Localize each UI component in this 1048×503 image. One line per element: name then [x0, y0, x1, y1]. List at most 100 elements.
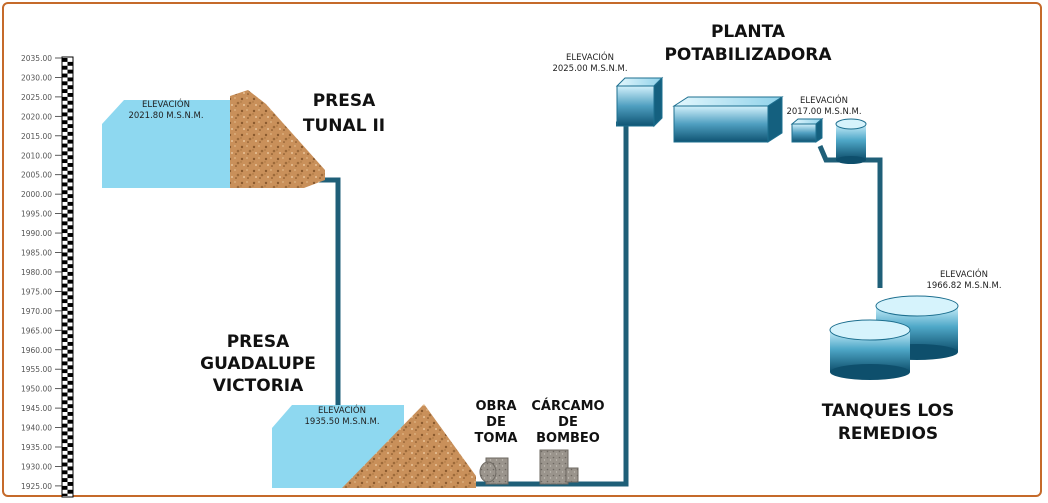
scale-check-cell — [67, 373, 73, 377]
scale-check-cell — [67, 334, 73, 339]
scale-tick-label: 1980.00 — [21, 268, 52, 277]
scale-check-cell — [67, 295, 73, 300]
scale-check-cell — [67, 69, 73, 74]
scale-check-cell — [67, 482, 73, 486]
guadalupe-title-line2: GUADALUPE — [200, 354, 316, 374]
scale-check-cell — [62, 462, 68, 467]
scale-check-cell — [62, 314, 68, 319]
dam-guadalupe-embankment — [342, 404, 476, 488]
scale-check-cell — [67, 155, 73, 160]
scale-check-cell — [67, 201, 73, 206]
tunal-elev-value: 2021.80 M.S.N.M. — [128, 111, 203, 121]
scale-check-cell — [62, 431, 68, 436]
guadalupe-elev-value: 1935.50 M.S.N.M. — [304, 417, 379, 427]
scale-check-cell — [62, 376, 68, 381]
scale-tick-label: 1925.00 — [21, 482, 52, 491]
scale-tick-label: 1985.00 — [21, 249, 52, 258]
scale-tick-label: 1975.00 — [21, 287, 52, 296]
tanque-front — [829, 319, 911, 380]
planta-tower — [615, 76, 664, 128]
scale-check-cell — [62, 384, 68, 389]
scale-check-cell — [67, 489, 73, 494]
scale-check-cell — [67, 178, 73, 183]
carcamo-line2: DE — [558, 415, 578, 430]
scale-check-cell — [67, 264, 73, 269]
scale-check-cell — [67, 240, 73, 245]
scale-check-cell — [62, 299, 68, 304]
obra-toma-line3: TOMA — [475, 431, 518, 446]
scale-check-cell — [67, 404, 73, 409]
scale-check-cell — [67, 271, 73, 276]
scale-check-cell — [67, 194, 73, 199]
scale-tick-label: 2005.00 — [21, 171, 52, 180]
dam-tunal-embankment — [230, 90, 325, 188]
scale-check-cell — [67, 209, 73, 214]
scale-check-cell — [62, 415, 68, 420]
scale-check-cell — [62, 392, 68, 397]
scale-check-cell — [67, 450, 73, 455]
scale-check-cell — [67, 77, 73, 82]
tanques-elev-value: 1966.82 M.S.N.M. — [926, 281, 1001, 291]
scale-check-cell — [67, 85, 73, 90]
scale-check-cell — [62, 306, 68, 311]
tanques-title-line1: TANQUES LOS — [822, 401, 955, 421]
scale-check-cell — [62, 174, 68, 179]
scale-check-cell — [67, 466, 73, 471]
scale-check-cell — [67, 147, 73, 152]
scale-check-cell — [62, 244, 68, 249]
scale-check-cell — [67, 248, 73, 253]
scale-check-cell — [62, 252, 68, 257]
scale-tick-label: 1950.00 — [21, 385, 52, 394]
scale-tick-label: 2015.00 — [21, 132, 52, 141]
scale-tick-label: 2035.00 — [21, 54, 52, 63]
scale-check-cell — [62, 96, 68, 101]
tanques-elev-label: ELEVACIÓN — [940, 268, 988, 280]
scale-check-cell — [62, 221, 68, 226]
pipe-tunal-to-guadalupe — [312, 177, 341, 416]
scale-check-cell — [67, 443, 73, 447]
scale-check-cell — [67, 357, 73, 362]
scale-check-cell — [62, 58, 68, 62]
obra-toma-intake — [479, 461, 497, 483]
planta-round-tank — [835, 118, 867, 164]
scale-check-cell — [67, 217, 73, 222]
scale-check-cell — [62, 128, 68, 132]
scale-check-cell — [62, 120, 68, 125]
reservoir-tunal-water — [102, 100, 242, 188]
scale-check-cell — [67, 349, 73, 354]
scale-check-cell — [62, 275, 68, 280]
scale-check-cell — [62, 361, 68, 366]
planta-small-box — [790, 117, 824, 143]
scale-check-cell — [62, 65, 68, 70]
elevation-scale: 2035.002030.002025.002020.002015.002010.… — [21, 54, 74, 498]
scale-check-cell — [67, 341, 73, 346]
scale-check-cell — [62, 112, 68, 117]
scale-check-cell — [62, 268, 68, 272]
scale-check-cell — [67, 303, 73, 307]
scale-check-cell — [67, 93, 73, 97]
scale-check-cell — [67, 474, 73, 479]
scale-check-cell — [62, 493, 68, 496]
scale-check-cell — [62, 478, 68, 483]
scale-check-cell — [62, 423, 68, 428]
scale-check-cell — [62, 205, 68, 210]
planta-main-basin — [672, 96, 784, 143]
scale-check-cell — [67, 139, 73, 144]
tanques-los-remedios: ELEVACIÓN 1966.82 M.S.N.M. TANQUES LOS R… — [822, 268, 1002, 444]
tunal-title-line1: PRESA — [313, 91, 376, 111]
scale-check-cell — [62, 454, 68, 459]
planta-elev1-label: ELEVACIÓN — [566, 51, 614, 63]
scale-check-cell — [62, 151, 68, 156]
scale-check-cell — [67, 287, 73, 292]
planta-elev2-label: ELEVACIÓN — [800, 94, 848, 106]
scale-check-cell — [62, 447, 68, 451]
scale-check-cell — [62, 166, 68, 171]
scale-check-cell — [62, 236, 68, 241]
scale-check-cell — [67, 233, 73, 237]
scale-check-cell — [62, 89, 68, 94]
planta-potabilizadora: PLANTA POTABILIZADORA ELEVACIÓN 2025.00 … — [552, 22, 867, 164]
scale-tick-label: 1960.00 — [21, 346, 52, 355]
scale-check-cell — [62, 338, 68, 342]
scale-check-cell — [67, 419, 73, 424]
